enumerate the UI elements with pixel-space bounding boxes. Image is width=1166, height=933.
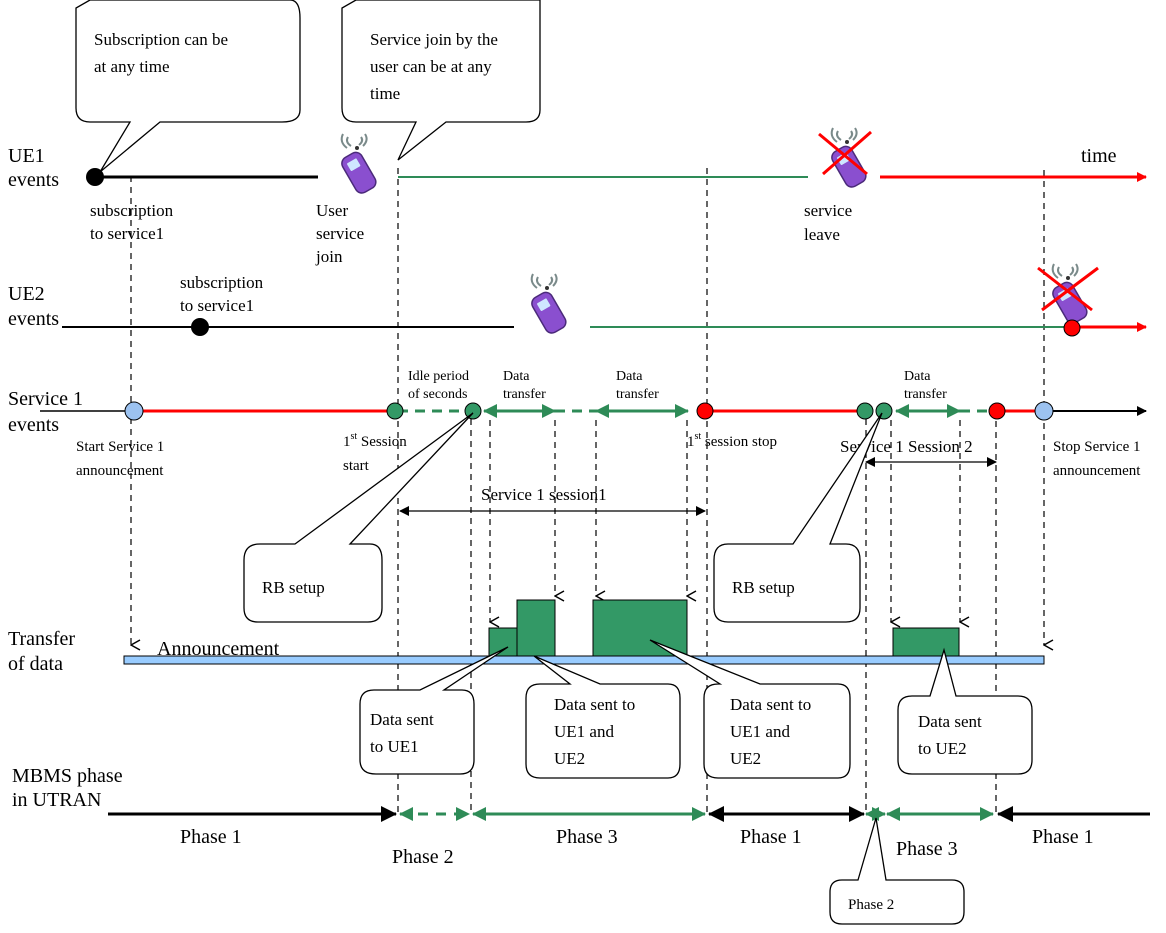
svg-text:User: User — [316, 201, 348, 220]
svg-text:service: service — [804, 201, 852, 220]
ue2-timeline — [62, 318, 1147, 337]
svg-text:Idle period: Idle period — [408, 369, 469, 384]
transfer-label-1: Transfer — [8, 628, 75, 650]
mbms-label-2: in UTRAN — [12, 789, 101, 811]
svg-text:to service1: to service1 — [90, 224, 164, 243]
svg-text:UE2: UE2 — [554, 749, 585, 768]
svg-text:Data sent: Data sent — [370, 710, 434, 729]
svg-text:announcement: announcement — [76, 463, 164, 479]
svg-text:Data: Data — [904, 369, 931, 384]
session2-span: Service 1 Session 2 — [840, 437, 997, 467]
svg-text:1st session stop: 1st session stop — [687, 431, 777, 450]
svg-text:service: service — [316, 224, 364, 243]
svg-text:UE2: UE2 — [730, 749, 761, 768]
svg-text:Start Service 1: Start Service 1 — [76, 439, 164, 455]
svg-text:transfer: transfer — [904, 387, 947, 402]
svg-text:subscription: subscription — [180, 273, 264, 292]
ue1-leave-label: service leave — [804, 201, 852, 244]
svg-text:transfer: transfer — [503, 387, 546, 402]
svg-text:UE1 and: UE1 and — [554, 722, 614, 741]
ue1-label-2: events — [8, 169, 59, 191]
ue1-subscription-label: subscription to service1 — [90, 201, 174, 243]
svc-label-1: Service 1 — [8, 388, 83, 410]
svg-text:UE1 and: UE1 and — [730, 722, 790, 741]
callout-rb-setup-2: RB setup — [713, 412, 883, 623]
svg-text:RB setup: RB setup — [732, 578, 795, 597]
svg-text:Phase 1: Phase 1 — [1032, 826, 1094, 848]
svg-text:to UE1: to UE1 — [370, 737, 419, 756]
svc-label-2: events — [8, 414, 59, 436]
ue1-join-label: User service join — [315, 201, 364, 266]
phone-crossed-icon — [1037, 263, 1099, 327]
svg-text:Phase 1: Phase 1 — [740, 826, 802, 848]
svg-text:to UE2: to UE2 — [918, 739, 967, 758]
svg-text:leave: leave — [804, 225, 840, 244]
svg-text:Data sent to: Data sent to — [730, 695, 811, 714]
svg-text:start: start — [343, 458, 370, 474]
transfer-label-2: of data — [8, 653, 63, 675]
svg-text:Service 1 Session 2: Service 1 Session 2 — [840, 437, 973, 456]
svg-text:Service 1 session1: Service 1 session1 — [481, 485, 607, 504]
callout-data-ue2: Data sent to UE2 — [897, 647, 1033, 775]
svg-text:Phase 3: Phase 3 — [896, 838, 958, 860]
svg-text:Phase 1: Phase 1 — [180, 826, 242, 848]
svg-text:Stop Service 1: Stop Service 1 — [1053, 439, 1141, 455]
session1-span: Service 1 session1 — [399, 485, 706, 516]
ue1-label-1: UE1 — [8, 145, 45, 167]
service1-labels: Start Service 1 announcement 1st Session… — [76, 369, 1141, 479]
ue1-timeline — [86, 168, 1147, 186]
phone-crossed-icon — [818, 127, 872, 191]
svg-text:of seconds: of seconds — [408, 387, 468, 402]
ue2-label-2: events — [8, 308, 59, 330]
svg-text:Data: Data — [503, 369, 530, 384]
callout-data-ue1: Data sent to UE1 — [359, 646, 509, 775]
service1-timeline — [40, 401, 1147, 421]
callout-subscription: Subscription can be at any time — [75, 0, 301, 173]
svg-text:time: time — [370, 84, 400, 103]
callout-rb-setup-1: RB setup — [243, 412, 474, 623]
callout-data-ue12-b: Data sent to UE1 and UE2 — [649, 639, 851, 779]
svg-text:Data sent: Data sent — [918, 712, 982, 731]
ue2-subscription-dot — [191, 318, 209, 336]
svg-text:announcement: announcement — [1053, 463, 1141, 479]
svg-text:Data sent to: Data sent to — [554, 695, 635, 714]
svg-text:1st Session: 1st Session — [343, 431, 407, 450]
svg-text:Phase 2: Phase 2 — [848, 897, 894, 913]
svg-text:RB setup: RB setup — [262, 578, 325, 597]
data-blocks — [488, 599, 960, 658]
ue2-subscription-label: subscription to service1 — [180, 273, 264, 315]
callout-phase2: Phase 2 — [829, 817, 965, 925]
time-label: time — [1081, 145, 1117, 167]
phase-labels: Phase 1 Phase 2 Phase 3 Phase 1 Phase 3 … — [180, 826, 1094, 868]
callout-service-join: Service join by the user can be at any t… — [341, 0, 541, 161]
mbms-label-1: MBMS phase — [12, 765, 123, 787]
svg-text:user can be at any: user can be at any — [370, 57, 492, 76]
svg-text:at any time: at any time — [94, 57, 170, 76]
callout-data-ue12-a: Data sent to UE1 and UE2 — [525, 655, 681, 779]
svg-text:transfer: transfer — [616, 387, 659, 402]
ue2-label-1: UE2 — [8, 283, 45, 305]
svg-text:Phase 3: Phase 3 — [556, 826, 618, 848]
phone-icon — [338, 133, 380, 197]
svg-text:Subscription can be: Subscription can be — [94, 30, 228, 49]
svg-text:Phase 2: Phase 2 — [392, 846, 454, 868]
announcement-bar: Announcement — [123, 638, 1045, 665]
svg-text:Data: Data — [616, 369, 643, 384]
phone-icon — [528, 273, 570, 337]
svg-text:to service1: to service1 — [180, 296, 254, 315]
svg-text:Announcement: Announcement — [157, 638, 280, 660]
ue1-subscription-dot — [86, 168, 104, 186]
svg-text:Service join by the: Service join by the — [370, 30, 498, 49]
svg-text:subscription: subscription — [90, 201, 174, 220]
svg-text:join: join — [315, 247, 343, 266]
